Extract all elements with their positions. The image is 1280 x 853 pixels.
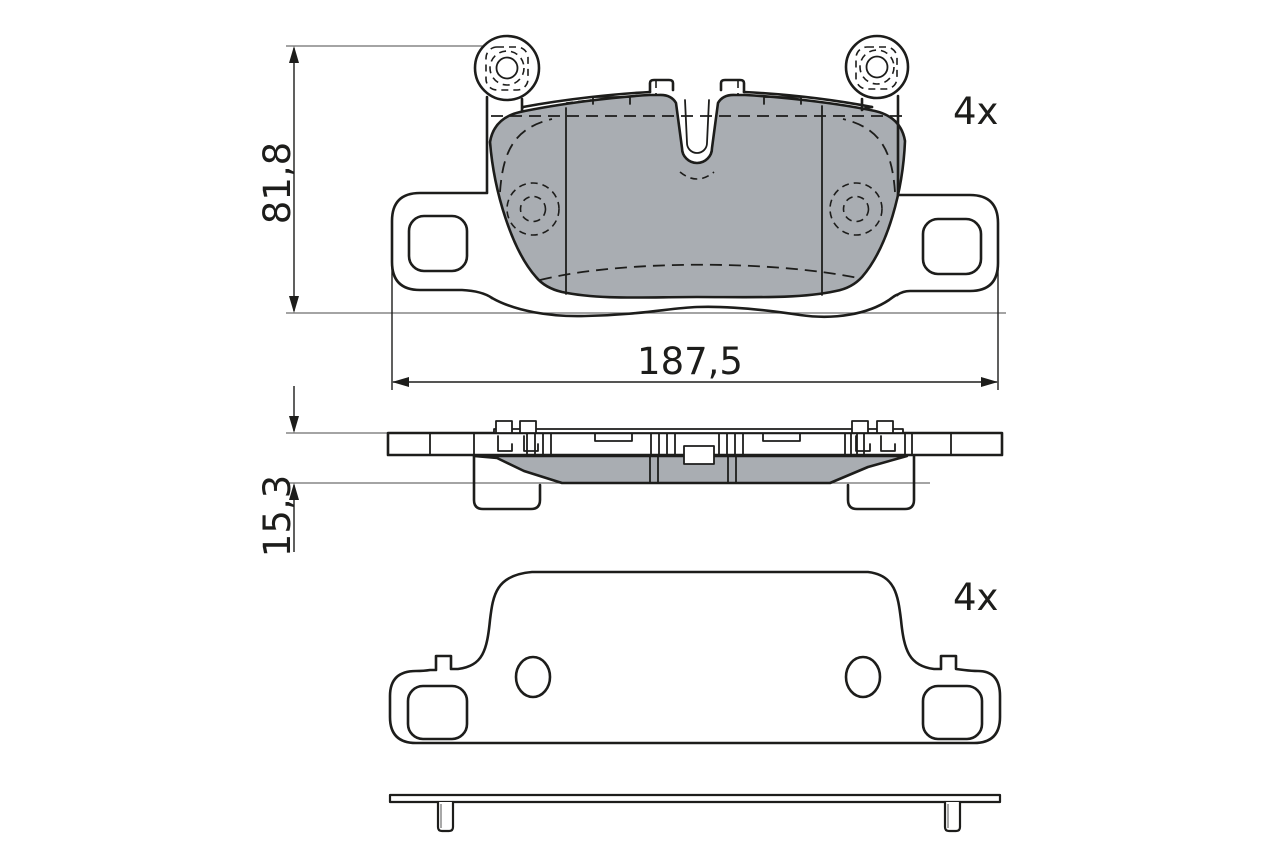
arrowhead-up [289,46,299,63]
shim-tab-2 [519,420,537,434]
shim-tab-3 [851,420,869,434]
pin-hole [865,55,889,79]
shim-tab-4 [876,420,894,434]
shim-edge-tab-right [943,800,962,833]
guide-pin-left [473,34,541,194]
arrowhead-left [392,377,409,387]
guide-pin-right [844,34,910,196]
dashed-corner-right [842,118,896,193]
pin-eye-dashed-square [855,46,898,90]
pin-hole-dashed [859,49,895,85]
damper-circle-left-outer [506,182,560,236]
damper-circle-right-inner [842,195,870,223]
pin-hole [495,56,519,80]
pin-eye-dashed-square [485,46,529,91]
ear-right-outline [895,193,1000,297]
plate-detail-lines [429,432,952,456]
shim-quantity-label: 4x [953,576,998,619]
dimension-width-label: 187,5 [637,340,743,383]
pin-stem-left-edge [860,97,874,112]
pad-hidden-contours [491,115,903,281]
shim-front-view: 4x [388,570,1002,745]
sensor-tab-right [719,78,746,94]
shim-edge-view [388,793,1002,833]
damper-foot-left [472,454,542,511]
dashed-corner-left [499,118,553,193]
shim-outline [388,570,1002,745]
backing-plate-ears [390,191,1000,319]
pad-quantity-label: 4x [953,90,998,133]
backing-plate-top-edge [521,78,874,154]
arrowhead-right [981,377,998,387]
pin-hole-dashed [489,50,525,86]
shim-edge-strip [388,793,1002,804]
dashed-notch-arc [679,171,715,180]
damper-foot-right [846,454,916,511]
shim-hole-right [921,684,984,741]
notch-inner-line [684,99,710,154]
damper-circle-left-inner [519,195,547,223]
plate-bottom-edge [490,293,899,319]
pin-stem-right-edge [520,97,525,112]
shim-edge-tab-left [436,800,455,833]
shim-tab-1 [495,420,513,434]
pin-eye-outer [473,34,541,102]
plate-edge-right [742,90,874,109]
shim-hole-left [406,684,469,741]
shim-round-hole-right [844,655,882,699]
dimension-pad-width: 187,5 [392,340,998,387]
dashed-bottom-curve [539,263,859,281]
dimension-thickness-label: 15,3 [256,475,299,557]
pad-front-view: 4x [390,34,1000,319]
shim-dash-right [802,99,829,104]
arrowhead-up [289,483,299,500]
shim-clip-mark-left [592,96,631,105]
ear-left-hole [407,214,469,273]
friction-material-side [472,454,909,485]
shim-dash-left [565,99,592,104]
center-notch-side [683,445,715,465]
damper-circle-right-outer [829,182,883,236]
shim-clip-mark-right [763,96,802,105]
sensor-tab-left [648,78,675,94]
arrowhead-down [289,416,299,433]
pin-eye-outer [844,34,910,100]
dimension-height-label: 81,8 [256,142,299,224]
arrowhead-down [289,296,299,313]
friction-material [488,93,907,299]
shim-round-hole-left [514,655,552,699]
ear-left-outline [390,191,494,300]
dimension-pad-thickness: 15,3 [256,386,299,557]
ear-right-hole [921,217,983,276]
dimension-pad-height: 81,8 [256,46,299,313]
shim-strip-side [493,428,904,434]
plate-edge-left [521,90,652,109]
pad-side-view [386,420,1004,511]
